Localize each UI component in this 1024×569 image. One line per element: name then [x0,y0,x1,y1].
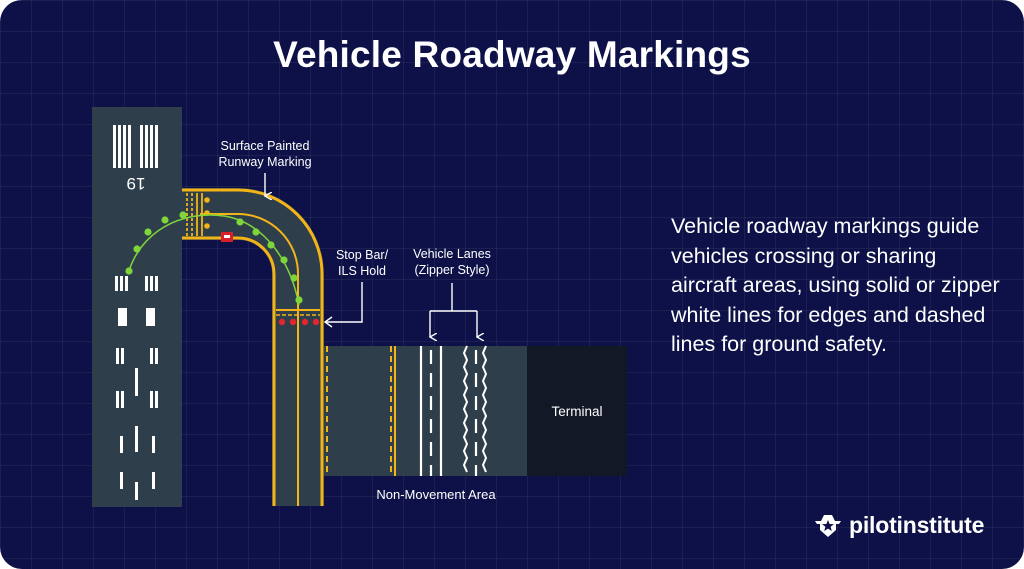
callout-label: (Zipper Style) [414,263,489,277]
callout-stop-bar-ils-hold: Stop Bar/ ILS Hold [323,248,389,328]
ils-hold-marking [276,309,320,316]
callout-label: ILS Hold [338,264,386,278]
taxiway-centerline-lights [125,211,303,306]
terminal-label: Terminal [551,404,602,419]
callout-surface-painted-runway-marking: Surface Painted Runway Marking [218,139,312,196]
terminal-building [527,346,627,476]
zipper-lane-edge [462,345,469,473]
taxiway [182,188,324,506]
vehicle-lane-markings [326,345,488,476]
touchdown-zone-markings [115,276,158,489]
threshold-markings [113,125,158,168]
callout-label: Vehicle Lanes [413,247,491,261]
zipper-lane-edge [481,345,488,473]
taxiway-edge-outer [182,188,324,506]
brand-name: pilotinstitute [849,511,985,538]
description-text: Vehicle roadway markings guide vehicles … [671,214,1000,356]
non-movement-area-label: Non-Movement Area [376,487,496,502]
taxiway-holding-lights [204,197,210,229]
callout-label: Surface Painted [221,139,310,153]
brand-logo[interactable]: pilotinstitute [813,508,984,542]
stop-bar-lights [278,318,320,326]
page-title: Vehicle Roadway Markings [273,34,751,75]
callout-vehicle-lanes: Vehicle Lanes (Zipper Style) [413,247,491,337]
non-movement-area [322,346,527,476]
runway-designator: 19 [127,174,146,193]
runway-centerline [135,368,138,500]
taxiway-centerline [200,213,299,506]
callout-label: Stop Bar/ [336,248,389,262]
pilot-badge-icon [815,515,841,537]
taxiway-edge-inner [182,236,276,506]
callout-label: Runway Marking [218,155,311,169]
runway: 19 [92,107,182,507]
